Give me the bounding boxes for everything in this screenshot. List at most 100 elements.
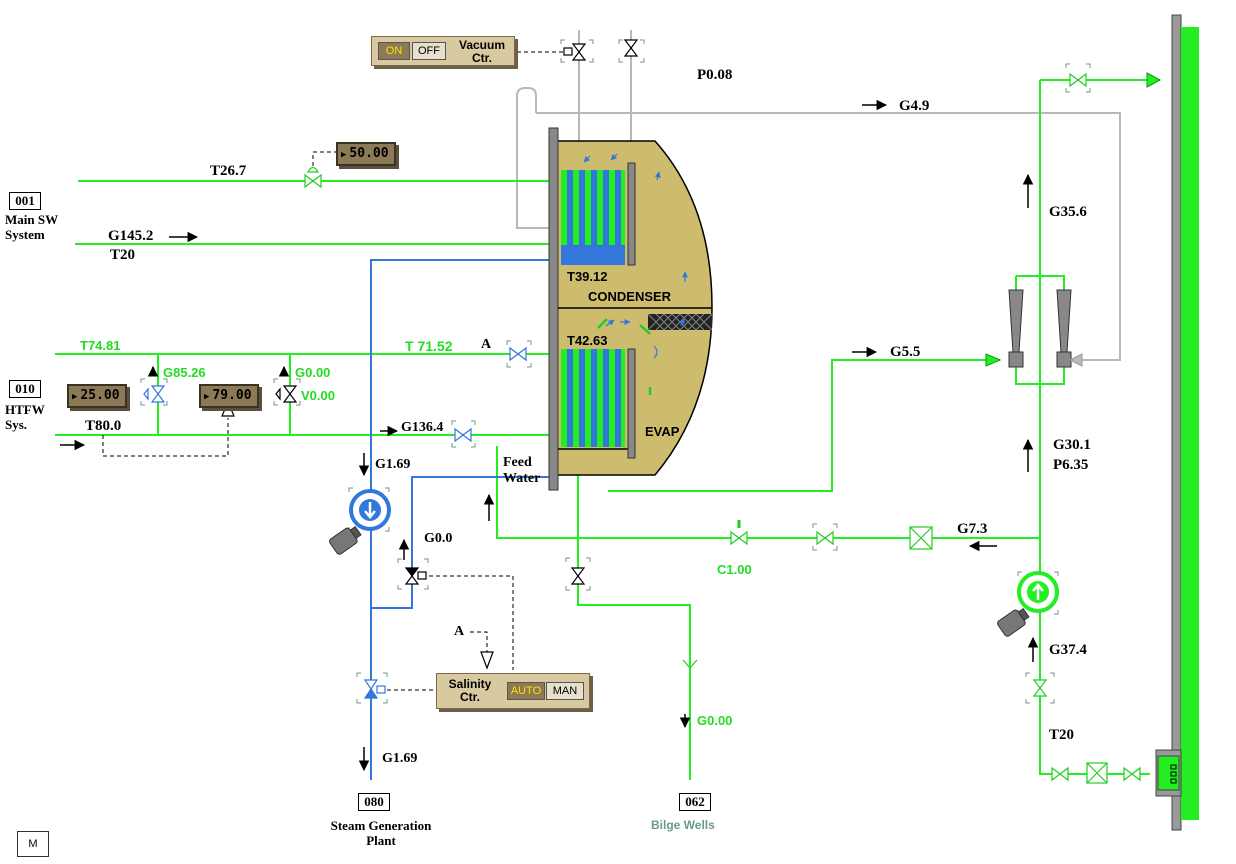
ejector-right — [1056, 289, 1072, 368]
control-lines — [102, 51, 568, 691]
reading-t-sw: T20 — [110, 247, 136, 263]
reading-t-htfw-in: T80.0 — [85, 418, 122, 434]
reading-g-return: G7.3 — [957, 521, 988, 537]
salinity-title-line1: Salinity — [448, 677, 492, 691]
ejector-inlet-check-right — [1068, 353, 1083, 367]
reading-g-steam: G1.69 — [382, 751, 418, 766]
steam-outlet-valve — [363, 679, 386, 699]
reading-c-valve: C1.00 — [717, 562, 752, 577]
reading-a-salinity: A — [454, 624, 465, 639]
system-tag-bilge[interactable]: 062 — [679, 793, 711, 811]
play-icon: ▶ — [341, 150, 347, 160]
play-icon: ▶ — [204, 392, 210, 402]
feed-water-line2: Water — [503, 471, 541, 486]
condenser-temp: T39.12 — [567, 269, 608, 284]
evap-temp: T42.63 — [567, 333, 608, 348]
htfw-valve-a — [509, 346, 527, 362]
htfw-bypass-valve — [143, 385, 166, 403]
feed-water-line1: Feed — [503, 455, 532, 470]
valve-selection-brackets — [140, 39, 1091, 704]
system-id: 080 — [364, 794, 384, 809]
green-flow-arrows — [597, 318, 652, 395]
system-name-line1: Main SW — [5, 212, 59, 227]
condenser-tubes — [561, 170, 625, 265]
system-id: 001 — [15, 193, 35, 208]
sw-inlet-valve — [304, 166, 322, 189]
evaporator-tubes — [561, 349, 625, 447]
play-icon: ▶ — [72, 392, 78, 402]
reading-g-bilge: G0.00 — [697, 713, 733, 728]
vacuum-title-line1: Vacuum — [458, 38, 506, 52]
system-tag-main-sw[interactable]: 001 — [9, 192, 41, 210]
reading-t-htfw-right: T 71.52 — [405, 338, 453, 354]
setpoint-value: 25.00 — [80, 388, 120, 403]
reading-v-htfw: V0.00 — [301, 388, 335, 403]
reading-t-sw-in: T26.7 — [210, 163, 247, 179]
reading-g-feed-ctrl: G0.0 — [424, 531, 453, 546]
salinity-man-button[interactable]: MAN — [546, 682, 584, 700]
return-valve-2 — [816, 530, 834, 546]
reading-p-top: P0.08 — [697, 67, 733, 83]
fresh-water-pipes — [370, 259, 553, 780]
return-valve-c — [730, 520, 748, 546]
evap-label: EVAP — [645, 424, 680, 439]
valves — [143, 39, 1141, 784]
reading-g-sw: G145.2 — [108, 228, 154, 244]
system-name-line2: Plant — [366, 833, 396, 848]
overboard-column — [1146, 14, 1199, 831]
htfw-control-triangle — [221, 400, 235, 417]
reading-g-ejector-out: G35.6 — [1049, 204, 1087, 220]
setpoint-sw-valve[interactable]: ▶50.00 — [336, 142, 396, 166]
reading-g-brine-down: G1.69 — [375, 457, 411, 472]
htfw-valve-v — [275, 385, 298, 403]
menu-button[interactable]: M — [17, 831, 49, 857]
bilge-valve — [570, 567, 586, 585]
vacuum-title-line2: Ctr. — [471, 51, 492, 65]
reading-g-htfw-main: G136.4 — [401, 420, 444, 435]
reading-g-htfw-v2: G0.00 — [295, 365, 331, 380]
bottom-valve-2 — [1123, 766, 1141, 782]
reading-g-ejector-in: G5.5 — [890, 344, 921, 360]
salinity-title-line2: Ctr. — [459, 690, 480, 704]
reading-p-motive: P6.35 — [1053, 457, 1089, 473]
reading-t-htfw-left: T74.81 — [80, 338, 121, 353]
bottom-valve-1 — [1051, 766, 1069, 782]
setpoint-htfw-temp[interactable]: ▶79.00 — [199, 384, 259, 408]
vacuum-on-button[interactable]: ON — [378, 42, 410, 60]
system-name-line1: Steam Generation — [330, 818, 432, 833]
setpoint-value: 79.00 — [212, 388, 252, 403]
reading-g-htfw-bypass: G85.26 — [163, 365, 206, 380]
reading-g-top: G4.9 — [899, 98, 930, 114]
flow-arrows — [60, 99, 1039, 772]
salinity-auto-button[interactable]: AUTO — [507, 682, 545, 700]
condenser-label: CONDENSER — [588, 289, 672, 304]
system-tag-steam[interactable]: 080 — [358, 793, 390, 811]
vacuum-valve-1 — [563, 43, 587, 61]
system-name-line2: System — [5, 227, 45, 242]
feed-control-valve — [404, 567, 427, 585]
bottom-strainer — [1086, 762, 1108, 784]
setpoint-htfw-bypass[interactable]: ▶25.00 — [67, 384, 127, 408]
vapour-flow-arrows — [583, 153, 688, 359]
return-strainer — [909, 526, 933, 550]
reading-t-pump: T20 — [1049, 727, 1075, 743]
system-tag-htfw[interactable]: 010 — [9, 380, 41, 398]
reading-g-pump: G37.4 — [1049, 642, 1087, 658]
htfw-main-valve — [454, 427, 472, 443]
top-return-valve — [1069, 72, 1087, 88]
system-id: 062 — [685, 794, 705, 809]
sw-pump — [997, 571, 1059, 637]
system-name-line2: Sys. — [5, 417, 28, 432]
bilge-funnel — [682, 659, 698, 669]
reading-g-motive: G30.1 — [1053, 437, 1091, 453]
pump-suction-valve — [1032, 679, 1048, 697]
vacuum-off-button[interactable]: OFF — [412, 42, 446, 60]
